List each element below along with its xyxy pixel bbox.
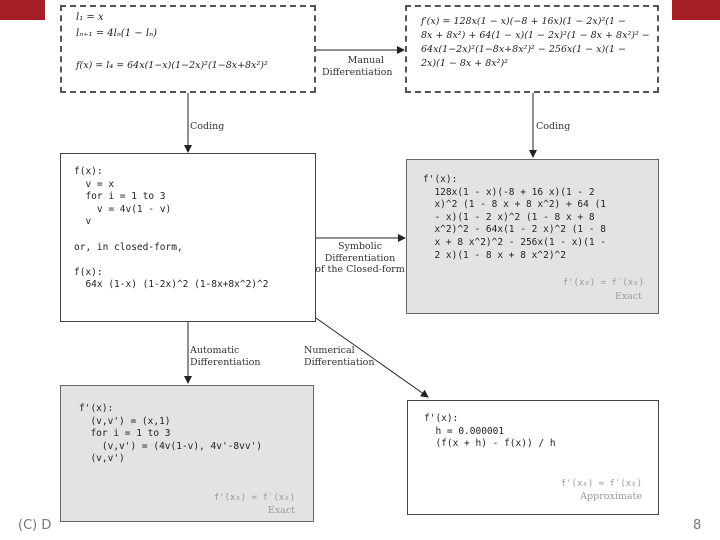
arrow-numerical [315, 317, 429, 398]
definition-line-3: f(x) = l₄ = 64x(1−x)(1−2x)²(1−8x+8x²)² [76, 60, 268, 71]
manual-line-4: 2x)(1 − 8x + 8x²)² [421, 58, 508, 69]
definition-line-1: l₁ = x [76, 12, 104, 23]
edge-label-manual-line2: Differentiation [322, 66, 393, 78]
edge-label-automatic: Automatic Differentiation [190, 345, 261, 368]
edge-label-coding-right: Coding [536, 121, 571, 132]
symbolic-note-exact: Exact [614, 291, 642, 302]
definition-line-2: lₙ₊₁ = 4lₙ(1 − lₙ) [76, 28, 158, 39]
edge-label-symbolic-line1: Symbolic [337, 241, 383, 252]
edge-label-automatic-line1: Automatic [190, 345, 240, 356]
edge-label-coding-left: Coding [190, 121, 225, 132]
edge-label-symbolic-line2: Differentiation [324, 252, 396, 264]
edge-label-manual: Manual Differentiation [322, 55, 393, 78]
header-bar-right [672, 0, 720, 20]
symbolic-code: f'(x): 128x(1 - x)(-8 + 16 x)(1 - 2 x)^2… [423, 174, 607, 261]
edge-label-numerical: Numerical Differentiation [304, 345, 375, 368]
symbolic-note: f'(x₀) = f′(x₀) [562, 278, 644, 288]
slide-number: 8 [693, 518, 702, 533]
edge-label-numerical-line1: Numerical [304, 345, 355, 356]
definition-box: l₁ = x lₙ₊₁ = 4lₙ(1 − lₙ) f(x) = l₄ = 64… [60, 5, 316, 93]
symbolic-box: f'(x): 128x(1 - x)(-8 + 16 x)(1 - 2 x)^2… [406, 159, 659, 314]
manual-line-1: f′(x) = 128x(1 − x)(−8 + 16x)(1 − 2x)²(1… [421, 16, 627, 27]
automatic-note: f'(x₀) = f′(x₀) [213, 493, 295, 503]
edge-label-numerical-line2: Differentiation [304, 356, 375, 368]
numerical-note: f'(x₀) ≈ f′(x₀) [560, 479, 642, 489]
code-box: f(x): v = x for i = 1 to 3 v = 4v(1 - v)… [60, 153, 316, 322]
automatic-box: f'(x): (v,v') = (x,1) for i = 1 to 3 (v,… [60, 385, 314, 522]
edge-label-manual-line1: Manual [347, 55, 384, 66]
header-bar-left [0, 0, 45, 20]
edge-label-symbolic-line3: of the Closed-form [315, 264, 405, 275]
automatic-note-exact: Exact [267, 505, 295, 516]
numerical-code: f'(x): h = 0.000001 (f(x + h) - f(x)) / … [424, 413, 556, 450]
manual-line-2: 8x + 8x²) + 64(1 − x)(1 − 2x)²(1 − 8x + … [421, 30, 650, 41]
numerical-box: f'(x): h = 0.000001 (f(x + h) - f(x)) / … [407, 400, 659, 515]
footer-copyright: (C) D [18, 518, 52, 533]
edge-label-symbolic: Symbolic Differentiation of the Closed-f… [314, 241, 406, 276]
manual-derivative-box: f′(x) = 128x(1 − x)(−8 + 16x)(1 − 2x)²(1… [405, 5, 659, 93]
numerical-note-approximate: Approximate [580, 491, 642, 502]
code-text: f(x): v = x for i = 1 to 3 v = 4v(1 - v)… [74, 166, 269, 291]
automatic-code: f'(x): (v,v') = (x,1) for i = 1 to 3 (v,… [79, 403, 263, 465]
edge-label-automatic-line2: Differentiation [190, 356, 261, 368]
manual-line-3: 64x(1−2x)²(1−8x+8x²)² − 256x(1 − x)(1 − [421, 44, 626, 55]
